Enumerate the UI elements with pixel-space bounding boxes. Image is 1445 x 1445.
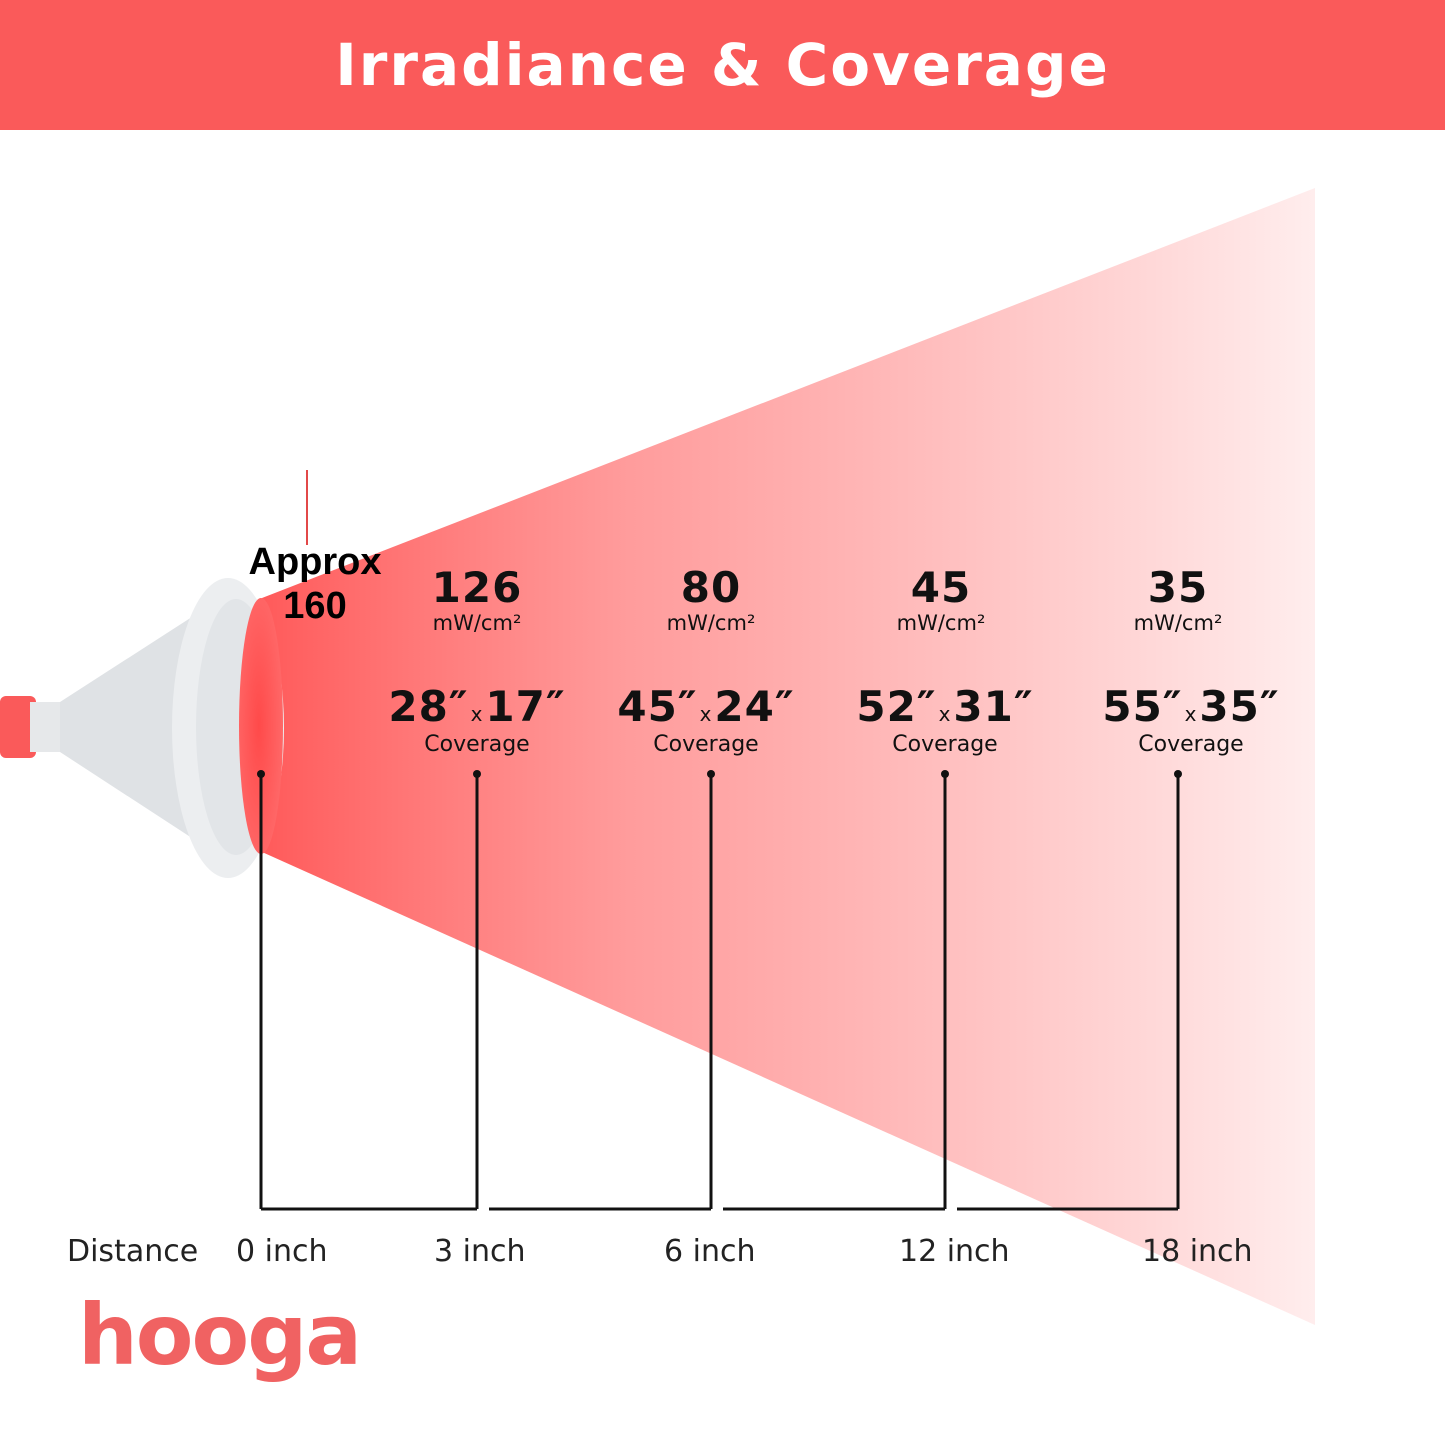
irradiance-reading: 45 mW/cm² — [821, 563, 1061, 636]
distance-value: 0 inch — [236, 1234, 328, 1269]
distance-label: Distance — [67, 1234, 199, 1269]
irradiance-value: 35 — [1147, 563, 1209, 612]
coverage-label: Coverage — [892, 732, 998, 757]
lamp-lens — [239, 598, 283, 854]
coverage-label: Coverage — [424, 732, 530, 757]
brand-logo: hooga — [78, 1290, 362, 1380]
distance-value: 18 inch — [1142, 1234, 1253, 1269]
approx-label-block: Approx 160 — [240, 540, 390, 628]
lamp-icon — [0, 578, 284, 878]
coverage-block: 28″x17″ Coverage — [352, 684, 602, 757]
coverage-width: 28″ — [388, 682, 469, 731]
distance-tick-dot — [473, 770, 481, 778]
coverage-dimensions: 45″x24″ — [581, 684, 831, 737]
coverage-width: 45″ — [617, 682, 698, 731]
times-symbol: x — [938, 702, 952, 726]
page-title: Irradiance & Coverage — [335, 31, 1110, 99]
distance-tick-dot — [1174, 770, 1182, 778]
coverage-height: 24″ — [714, 682, 795, 731]
header-banner: Irradiance & Coverage — [0, 0, 1445, 130]
irradiance-unit: mW/cm² — [666, 611, 756, 635]
coverage-dimensions: 28″x17″ — [352, 684, 602, 737]
distance-markers — [257, 770, 1182, 1211]
coverage-block: 52″x31″ Coverage — [820, 684, 1070, 757]
coverage-label: Coverage — [1138, 732, 1244, 757]
irradiance-unit: mW/cm² — [1133, 611, 1223, 635]
irradiance-reading: 126 mW/cm² — [357, 563, 597, 636]
times-symbol: x — [1184, 702, 1198, 726]
coverage-dimensions: 55″x35″ — [1066, 684, 1316, 737]
approx-value: 160 — [283, 585, 347, 627]
distance-value: 6 inch — [664, 1234, 756, 1269]
coverage-width: 52″ — [856, 682, 937, 731]
coverage-height: 17″ — [485, 682, 566, 731]
lamp-handle — [0, 696, 36, 758]
coverage-width: 55″ — [1102, 682, 1183, 731]
coverage-height: 31″ — [953, 682, 1034, 731]
irradiance-value: 80 — [680, 563, 742, 612]
times-symbol: x — [470, 702, 484, 726]
irradiance-reading: 35 mW/cm² — [1058, 563, 1298, 636]
distance-value: 3 inch — [434, 1234, 526, 1269]
irradiance-unit: mW/cm² — [896, 611, 986, 635]
logo-text: hooga — [78, 1286, 362, 1384]
distance-tick-dot — [707, 770, 715, 778]
distance-tick-dot — [941, 770, 949, 778]
irradiance-unit: mW/cm² — [432, 611, 522, 635]
light-beam — [262, 188, 1315, 1325]
times-symbol: x — [699, 702, 713, 726]
coverage-dimensions: 52″x31″ — [820, 684, 1070, 737]
irradiance-value: 126 — [431, 563, 523, 612]
coverage-height: 35″ — [1199, 682, 1280, 731]
distance-tick-dot — [257, 770, 265, 778]
distance-value: 12 inch — [899, 1234, 1010, 1269]
irradiance-value: 45 — [910, 563, 972, 612]
coverage-label: Coverage — [653, 732, 759, 757]
irradiance-reading: 80 mW/cm² — [591, 563, 831, 636]
coverage-block: 45″x24″ Coverage — [581, 684, 831, 757]
coverage-block: 55″x35″ Coverage — [1066, 684, 1316, 757]
approx-label: Approx — [248, 541, 382, 583]
